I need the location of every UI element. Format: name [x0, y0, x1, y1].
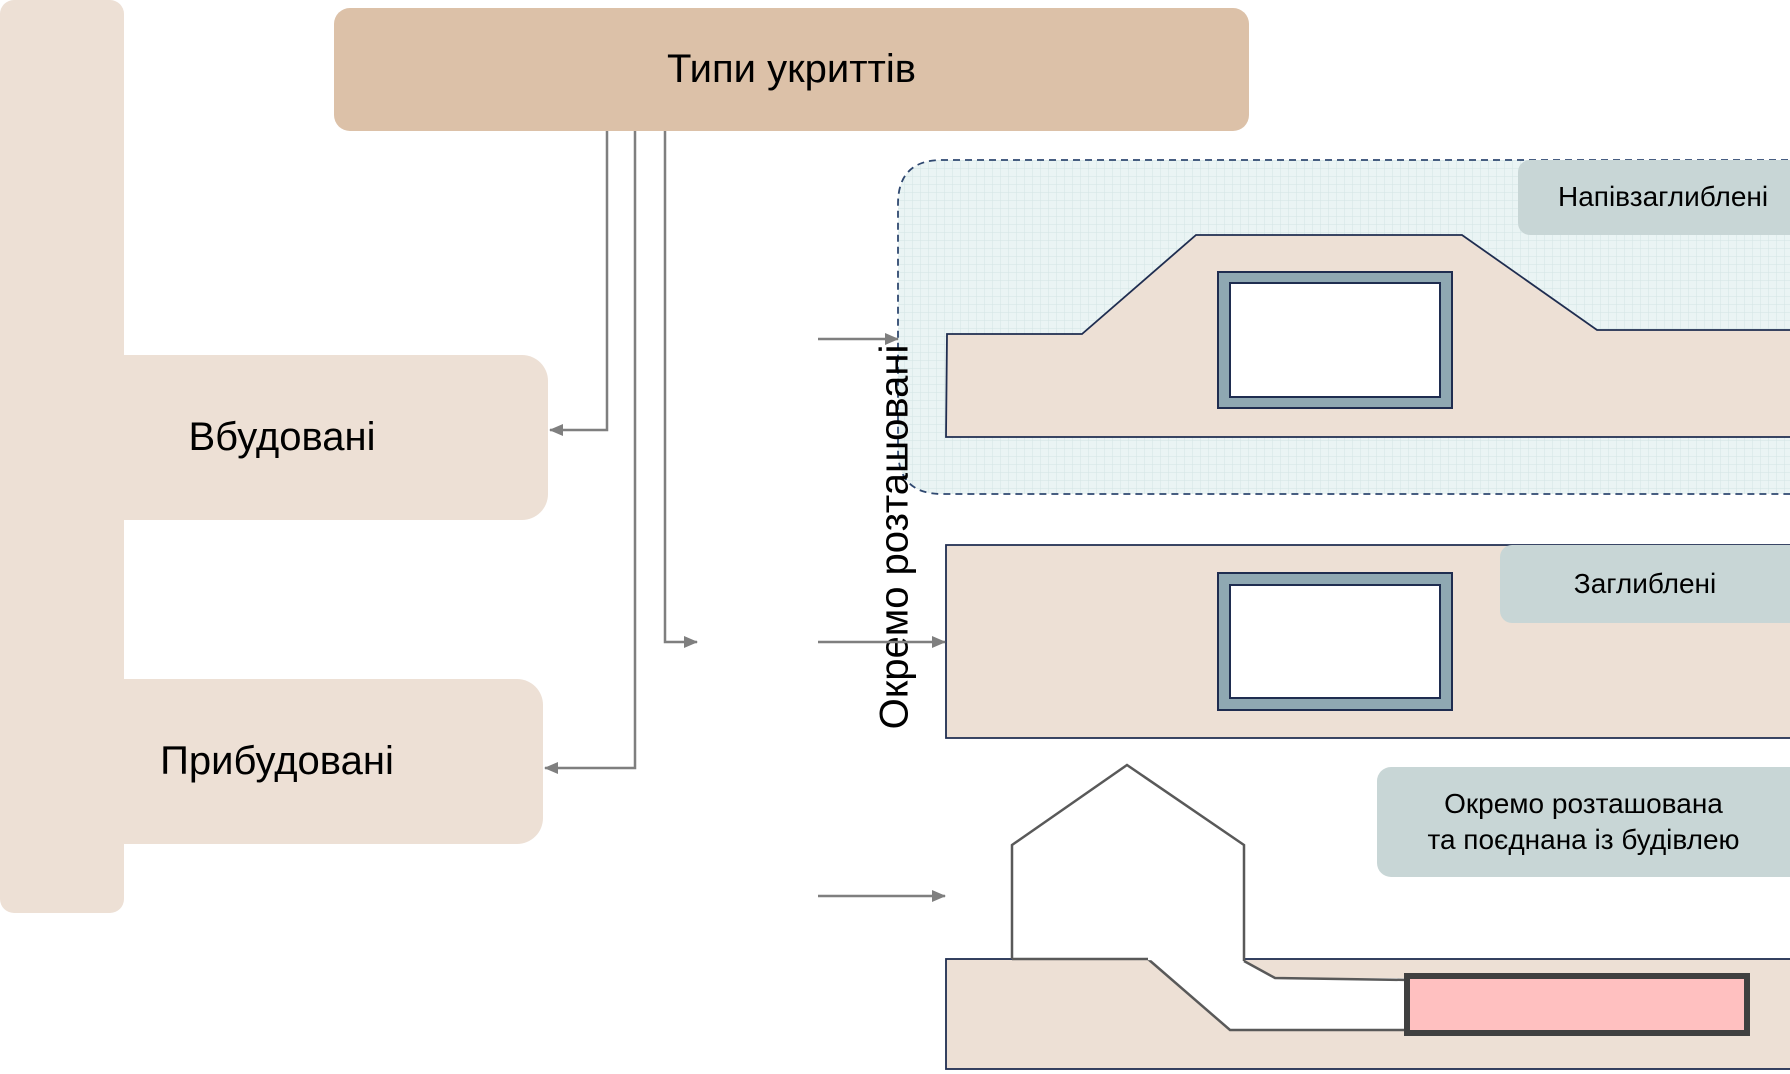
diagram-title: Типи укриттів	[334, 8, 1249, 131]
passage-cutout	[1012, 959, 1410, 1030]
detached-shelter	[1404, 973, 1750, 1036]
detached-combined-illustration	[945, 763, 1790, 1070]
diagram-title-text: Типи укриттів	[666, 47, 916, 91]
tag-detached-combined-line1: Окремо розташована	[1444, 787, 1723, 819]
tag-semi-buried-label: Напівзаглиблені	[1558, 181, 1769, 213]
tag-detached-combined: Окремо розташована та поєднана із будівл…	[1377, 767, 1790, 877]
house-outline	[1010, 763, 1246, 961]
category-attached-label: Прибудовані	[160, 739, 394, 783]
category-built-in: Вбудовані	[16, 355, 548, 520]
category-attached: Прибудовані	[11, 679, 543, 844]
tag-detached-combined-line2: та поєднана із будівлею	[1427, 824, 1740, 855]
category-built-in-label: Вбудовані	[188, 415, 376, 459]
buried-illustration	[945, 544, 1790, 739]
tag-buried-label: Заглиблені	[1573, 567, 1717, 599]
category-detached-label: Окремо розташовані	[872, 344, 917, 730]
tag-buried: Заглиблені	[1500, 545, 1790, 623]
tag-semi-buried: Напівзаглиблені	[1518, 160, 1790, 235]
semi-buried-illustration	[897, 159, 1790, 495]
